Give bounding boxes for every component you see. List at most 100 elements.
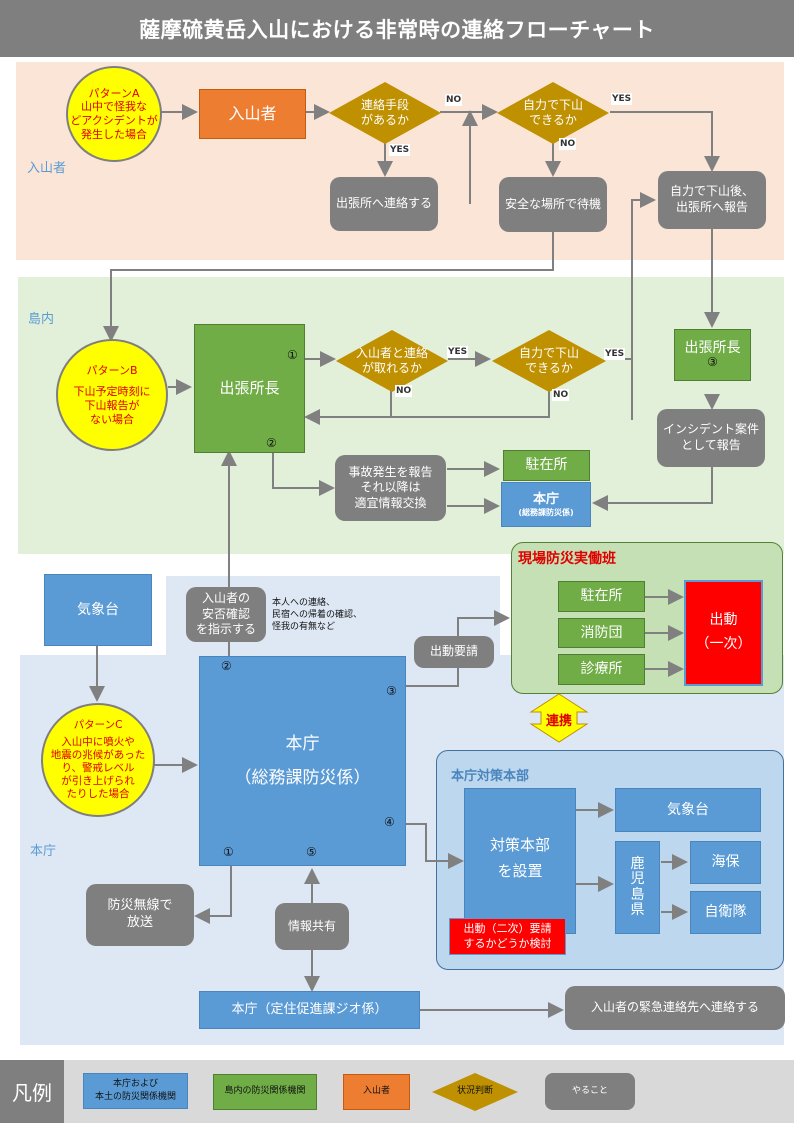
decision-text: 入山者と連絡 <box>355 346 428 360</box>
hq-main-sub: （総務課防災係） <box>234 768 371 788</box>
pattern-c-line: たりした場合 <box>66 788 130 801</box>
action-text: 放送 <box>126 915 153 930</box>
label-yes: YES <box>447 346 469 358</box>
report-after-descend-action: 自力で下山後、出張所へ報告 <box>658 171 766 229</box>
broadcast-action: 防災無線で放送 <box>86 884 194 946</box>
legend-item-hq-org: 本庁および本土の防災関係機関 <box>83 1073 188 1109</box>
setup-text: を設置 <box>497 861 543 880</box>
pattern-b-line: ない場合 <box>90 412 134 426</box>
dispatch-text: （一次） <box>695 636 752 652</box>
decision-self-descend: 自力で下山できるか <box>497 82 609 144</box>
decision-text: が取れるか <box>361 361 422 375</box>
hq-main-title: 本庁 <box>285 734 320 754</box>
action-text: を指示する <box>195 622 256 637</box>
page-title: 薩摩硫黄岳入山における非常時の連絡フローチャート <box>0 0 794 57</box>
accident-report-action: 事故発生を報告それ以降は適宜情報交換 <box>335 455 446 521</box>
hq-marker-4: ④ <box>384 815 395 829</box>
action-text: 入山者の <box>201 591 250 606</box>
action-text: 防災無線で <box>107 898 173 914</box>
pattern-b-title: パターンB <box>86 363 138 377</box>
task-force-title: 本庁対策本部 <box>451 769 530 784</box>
pattern-a-circle: パターンA 山中で怪我な どアクシデントが 発生した場合 <box>66 66 162 162</box>
cooperation-label: 連携 <box>545 714 572 729</box>
label-yes: YES <box>611 93 633 105</box>
dispatch-primary-box: 出動（一次） <box>684 580 763 686</box>
decision-text: 自力で下山 <box>518 346 579 360</box>
legend-text: 状況判断 <box>456 1086 493 1097</box>
hq-marker-2: ② <box>221 659 232 673</box>
hq-settlement-box: 本庁（定住促進課ジオ係） <box>199 991 420 1029</box>
note-line: 怪我の有無など <box>272 622 336 633</box>
legend-text: 本庁および <box>112 1079 158 1090</box>
office-chief-right-label: 出張所長 <box>684 340 741 357</box>
marker-2: ② <box>266 436 277 450</box>
office-chief-right-box: 出張所長 ③ <box>674 329 751 381</box>
secondary-text: 出動（二次）要請 <box>463 922 552 936</box>
hq-box-island: 本庁 (総務課防災係) <box>501 482 591 527</box>
zone-label-climber: 入山者 <box>27 161 67 176</box>
action-text: それ以降は <box>360 480 421 495</box>
coast-guard-box: 海保 <box>690 841 761 884</box>
pattern-c-line: が引き上げられ <box>61 775 135 788</box>
hq-marker-5: ⑤ <box>306 845 317 859</box>
action-text: 出張所へ報告 <box>675 200 748 214</box>
pattern-b-circle: パターンB 下山予定時刻に 下山報告が ない場合 <box>56 339 168 451</box>
decision-text: できるか <box>525 361 573 375</box>
emergency-contact-action: 入山者の緊急連絡先へ連絡する <box>565 986 785 1030</box>
decision-self-descend-island: 自力で下山できるか <box>492 330 606 392</box>
info-share-action: 情報共有 <box>275 903 349 950</box>
action-text: 事故発生を報告 <box>348 464 433 479</box>
legend-heading: 凡例 <box>0 1060 64 1123</box>
note-line: 本人への連絡、 <box>272 598 336 608</box>
label-no: NO <box>559 138 577 150</box>
dispatch-request-action: 出動要請 <box>414 636 494 668</box>
pref-char: 島 <box>630 886 645 903</box>
police-box-island: 駐在所 <box>503 450 590 481</box>
label-no: NO <box>445 94 463 106</box>
pattern-a-title: パターンA <box>88 86 140 100</box>
decision-text: 自力で下山 <box>522 98 583 112</box>
decision-text: 連絡手段 <box>360 98 409 112</box>
weather-office-box: 気象台 <box>44 574 152 646</box>
pref-char: 県 <box>630 901 645 918</box>
label-yes: YES <box>389 144 411 156</box>
secondary-text: するかどうか検討 <box>463 936 552 950</box>
action-text: として報告 <box>681 438 741 452</box>
hq-marker-3: ③ <box>386 684 397 698</box>
pref-char: 児 <box>630 871 645 888</box>
hq-box-sub: (総務課防災係) <box>518 507 574 517</box>
pref-char: 鹿 <box>630 855 645 872</box>
note-line: 民宿への帰着の確認、 <box>272 610 363 621</box>
marker-3: ③ <box>707 355 718 370</box>
hq-box-title: 本庁 <box>532 491 559 507</box>
office-chief-box: 出張所長 <box>194 324 305 453</box>
label-no: NO <box>395 385 413 397</box>
decision-text: できるか <box>529 113 577 127</box>
zone-label-hq: 本庁 <box>30 844 57 859</box>
pattern-c-line: り、警戒レベル <box>61 762 135 774</box>
pattern-a-line: どアクシデントが <box>70 114 158 127</box>
hq-marker-1: ① <box>223 845 234 859</box>
decision-text: があるか <box>360 113 409 127</box>
climber-box: 入山者 <box>199 89 306 139</box>
sdf-box: 自衛隊 <box>690 891 761 934</box>
secondary-dispatch-box: 出動（二次）要請するかどうか検討 <box>449 918 566 955</box>
pattern-a-line: 発生した場合 <box>81 127 147 141</box>
task-force-setup-box: 対策本部を設置 <box>464 788 576 934</box>
pattern-c-line: 地震の兆候があった <box>50 748 146 761</box>
safety-check-action: 入山者の安否確認を指示する <box>186 587 266 642</box>
legend-item-island-org: 島内の防災関係機関 <box>213 1074 317 1110</box>
field-team-title: 現場防災実働班 <box>518 551 616 567</box>
action-text: 自力で下山後、 <box>669 184 754 199</box>
zone-label-island: 島内 <box>28 312 55 327</box>
tf-weather-box: 気象台 <box>615 788 761 832</box>
pattern-c-line: 入山中に噴火や <box>61 735 135 748</box>
hq-main-box: 本庁 （総務課防災係） <box>199 656 406 866</box>
label-no: NO <box>552 389 570 401</box>
field-fire-box: 消防団 <box>558 618 645 648</box>
pattern-b-line: 下山予定時刻に <box>73 385 151 399</box>
field-clinic-box: 診療所 <box>558 654 645 685</box>
legend-item-action: やること <box>545 1073 635 1110</box>
action-text: 適宜情報交換 <box>354 495 427 510</box>
setup-text: 対策本部 <box>489 836 550 854</box>
